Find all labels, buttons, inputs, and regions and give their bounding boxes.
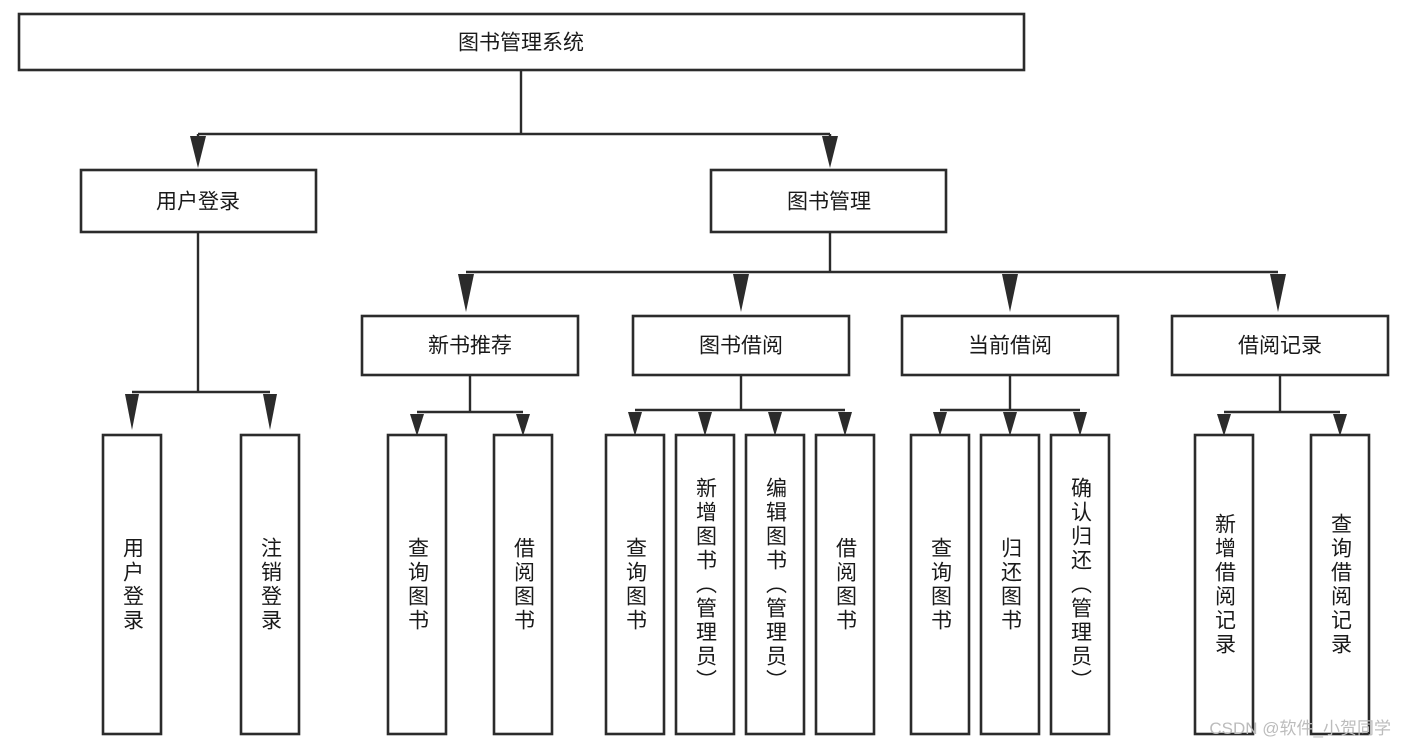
node-leaf-book-borrow-add[interactable]: 新增图书（管理员） [674,433,736,736]
node-borrow-record-box [1170,314,1390,377]
arrow-head-user-login-leaf-1 [125,394,139,430]
node-book-management-label: 图书管理 [787,191,871,214]
connector-group-root [190,70,838,168]
node-leaf-new-book-query-box [386,433,448,736]
connector-group-book-management [458,232,1286,312]
node-leaf-current-borrow-return-label: 归还图书 [999,537,1023,633]
node-leaf-borrow-record-query-box [1309,433,1371,736]
node-leaf-new-book-query-label: 查询图书 [406,537,430,633]
node-book-borrow-label: 图书借阅 [699,335,783,358]
node-current-borrow-box [900,314,1120,377]
arrow-head-to-user-login [190,136,206,168]
node-borrow-record-label: 借阅记录 [1238,335,1322,358]
arrow-head-current-borrow-leaf-1 [933,412,947,436]
arrow-head-user-login-leaf-2 [263,394,277,430]
node-leaf-current-borrow-confirm-label: 确认归还（管理员） [1069,477,1093,693]
node-root-label: 图书管理系统 [458,32,584,55]
node-leaf-user-login-login-label: 用户登录 [121,537,145,633]
node-leaf-current-borrow-return-box [979,433,1041,736]
node-leaf-borrow-record-query-label: 查询借阅记录 [1329,513,1353,657]
node-user-login-box [79,168,318,234]
node-leaf-book-borrow-edit[interactable]: 编辑图书（管理员） [744,433,806,736]
node-leaf-book-borrow-edit-label: 编辑图书（管理员） [764,477,788,693]
node-leaf-borrow-record-query[interactable]: 查询借阅记录 [1309,433,1371,736]
node-leaf-new-book-borrow-label: 借阅图书 [512,537,536,633]
node-leaf-current-borrow-query[interactable]: 查询图书 [909,433,971,736]
arrow-head-borrow-record-leaf-2 [1333,414,1347,436]
node-book-management-box [709,168,948,234]
arrow-head-current-borrow-leaf-3 [1073,412,1087,436]
node-root-book-management-system[interactable]: 图书管理系统 [17,12,1026,72]
node-leaf-borrow-record-add[interactable]: 新增借阅记录 [1193,433,1255,736]
arrow-head-new-book-leaf-2 [516,414,530,436]
node-book-borrow[interactable]: 图书借阅 [631,314,851,377]
node-leaf-borrow-record-add-box [1193,433,1255,736]
node-new-book-recommend[interactable]: 新书推荐 [360,314,580,377]
node-leaf-current-borrow-query-box [909,433,971,736]
node-leaf-book-borrow-query-label: 查询图书 [624,537,648,633]
connector-group-new-book [410,375,530,436]
node-book-management[interactable]: 图书管理 [709,168,948,234]
node-leaf-current-borrow-return[interactable]: 归还图书 [979,433,1041,736]
arrow-head-book-borrow-leaf-4 [838,412,852,436]
node-user-login[interactable]: 用户登录 [79,168,318,234]
node-leaf-book-borrow-edit-box [744,433,806,736]
node-leaf-book-borrow-borrow[interactable]: 借阅图书 [814,433,876,736]
connector-group-book-borrow [628,375,852,436]
arrow-head-to-book-management [822,136,838,168]
node-new-book-recommend-label: 新书推荐 [428,335,512,358]
node-leaf-new-book-borrow[interactable]: 借阅图书 [492,433,554,736]
arrow-head-to-borrow-record [1270,274,1286,312]
node-leaf-book-borrow-add-box [674,433,736,736]
node-leaf-current-borrow-confirm-box [1049,433,1111,736]
node-leaf-user-login-logout-label: 注销登录 [259,537,283,633]
arrow-head-to-current-borrow [1002,274,1018,312]
node-leaf-current-borrow-confirm[interactable]: 确认归还（管理员） [1049,433,1111,736]
node-leaf-user-login-logout-box [239,433,301,736]
node-leaf-user-login-login-box [101,433,163,736]
node-current-borrow-label: 当前借阅 [968,335,1052,358]
node-leaf-book-borrow-borrow-label: 借阅图书 [834,537,858,633]
arrow-head-borrow-record-leaf-1 [1217,414,1231,436]
node-current-borrow[interactable]: 当前借阅 [900,314,1120,377]
connector-group-user-login [125,232,277,430]
connector-group-borrow-record [1217,375,1347,436]
node-leaf-book-borrow-query-box [604,433,666,736]
node-leaf-book-borrow-borrow-box [814,433,876,736]
connector-group-current-borrow [933,375,1087,436]
node-leaf-borrow-record-add-label: 新增借阅记录 [1213,513,1237,657]
node-leaf-new-book-borrow-box [492,433,554,736]
arrow-head-book-borrow-leaf-2 [698,412,712,436]
arrow-head-to-new-book [458,274,474,312]
node-leaf-book-borrow-query[interactable]: 查询图书 [604,433,666,736]
node-borrow-record[interactable]: 借阅记录 [1170,314,1390,377]
arrow-head-to-book-borrow [733,274,749,312]
arrow-head-current-borrow-leaf-2 [1003,412,1017,436]
arrow-head-book-borrow-leaf-1 [628,412,642,436]
node-root-box [17,12,1026,72]
node-user-login-label: 用户登录 [156,191,240,214]
node-leaf-book-borrow-add-label: 新增图书（管理员） [694,477,718,693]
node-leaf-new-book-query[interactable]: 查询图书 [386,433,448,736]
arrow-head-book-borrow-leaf-3 [768,412,782,436]
node-leaf-user-login-login[interactable]: 用户登录 [101,433,163,736]
node-book-borrow-box [631,314,851,377]
node-leaf-user-login-logout[interactable]: 注销登录 [239,433,301,736]
node-new-book-recommend-box [360,314,580,377]
node-leaf-current-borrow-query-label: 查询图书 [929,537,953,633]
arrow-head-new-book-leaf-1 [410,414,424,436]
